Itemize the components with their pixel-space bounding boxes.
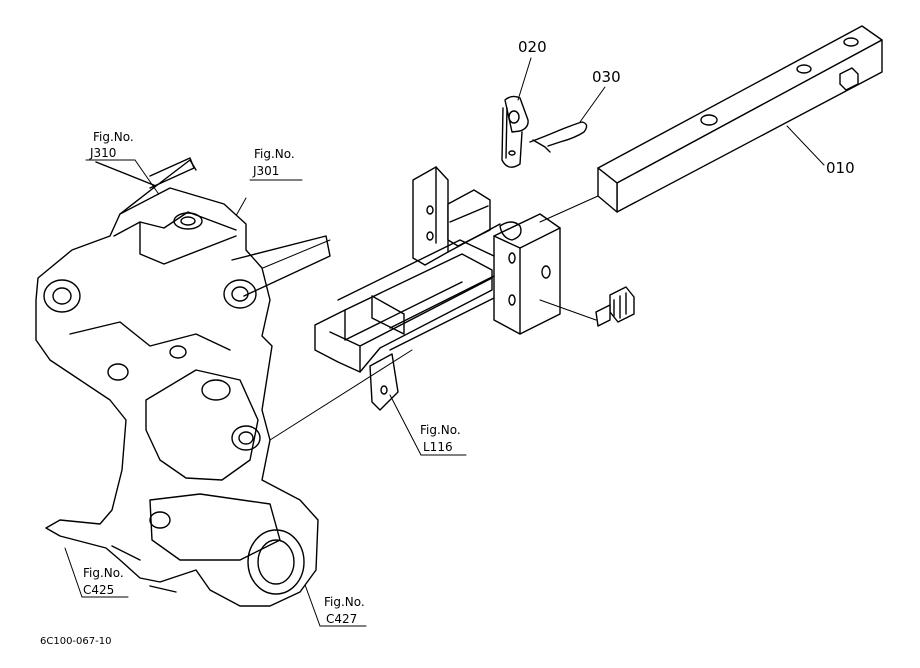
part-label-010: 010 [826, 159, 855, 177]
fig-ref-c427-prefix: Fig.No. [324, 595, 365, 609]
fig-ref-j310-number: J310 [90, 146, 117, 160]
fig-ref-c425-number: C425 [83, 583, 115, 597]
fig-ref-j310-prefix: Fig.No. [93, 130, 134, 144]
frame-channel [314, 239, 495, 411]
fig-ref-c425-prefix: Fig.No. [83, 566, 124, 580]
fig-ref-j301-number: J301 [253, 164, 280, 178]
drawing-code: 6C100-067-10 [40, 636, 112, 647]
grease-fitting [595, 286, 635, 327]
tractor-housing [35, 157, 331, 607]
fig-ref-c427-number: C427 [326, 612, 358, 626]
part-label-020: 020 [518, 38, 547, 56]
fig-ref-j301-prefix: Fig.No. [254, 147, 295, 161]
fig-ref-l116-prefix: Fig.No. [420, 423, 461, 437]
fig-ref-l116-number: L116 [423, 440, 453, 454]
snap-pin-030 [529, 121, 588, 153]
part-label-030: 030 [592, 68, 621, 86]
bracket-assembly [412, 166, 561, 335]
pin-020 [501, 95, 529, 168]
drawbar-010 [597, 25, 883, 213]
